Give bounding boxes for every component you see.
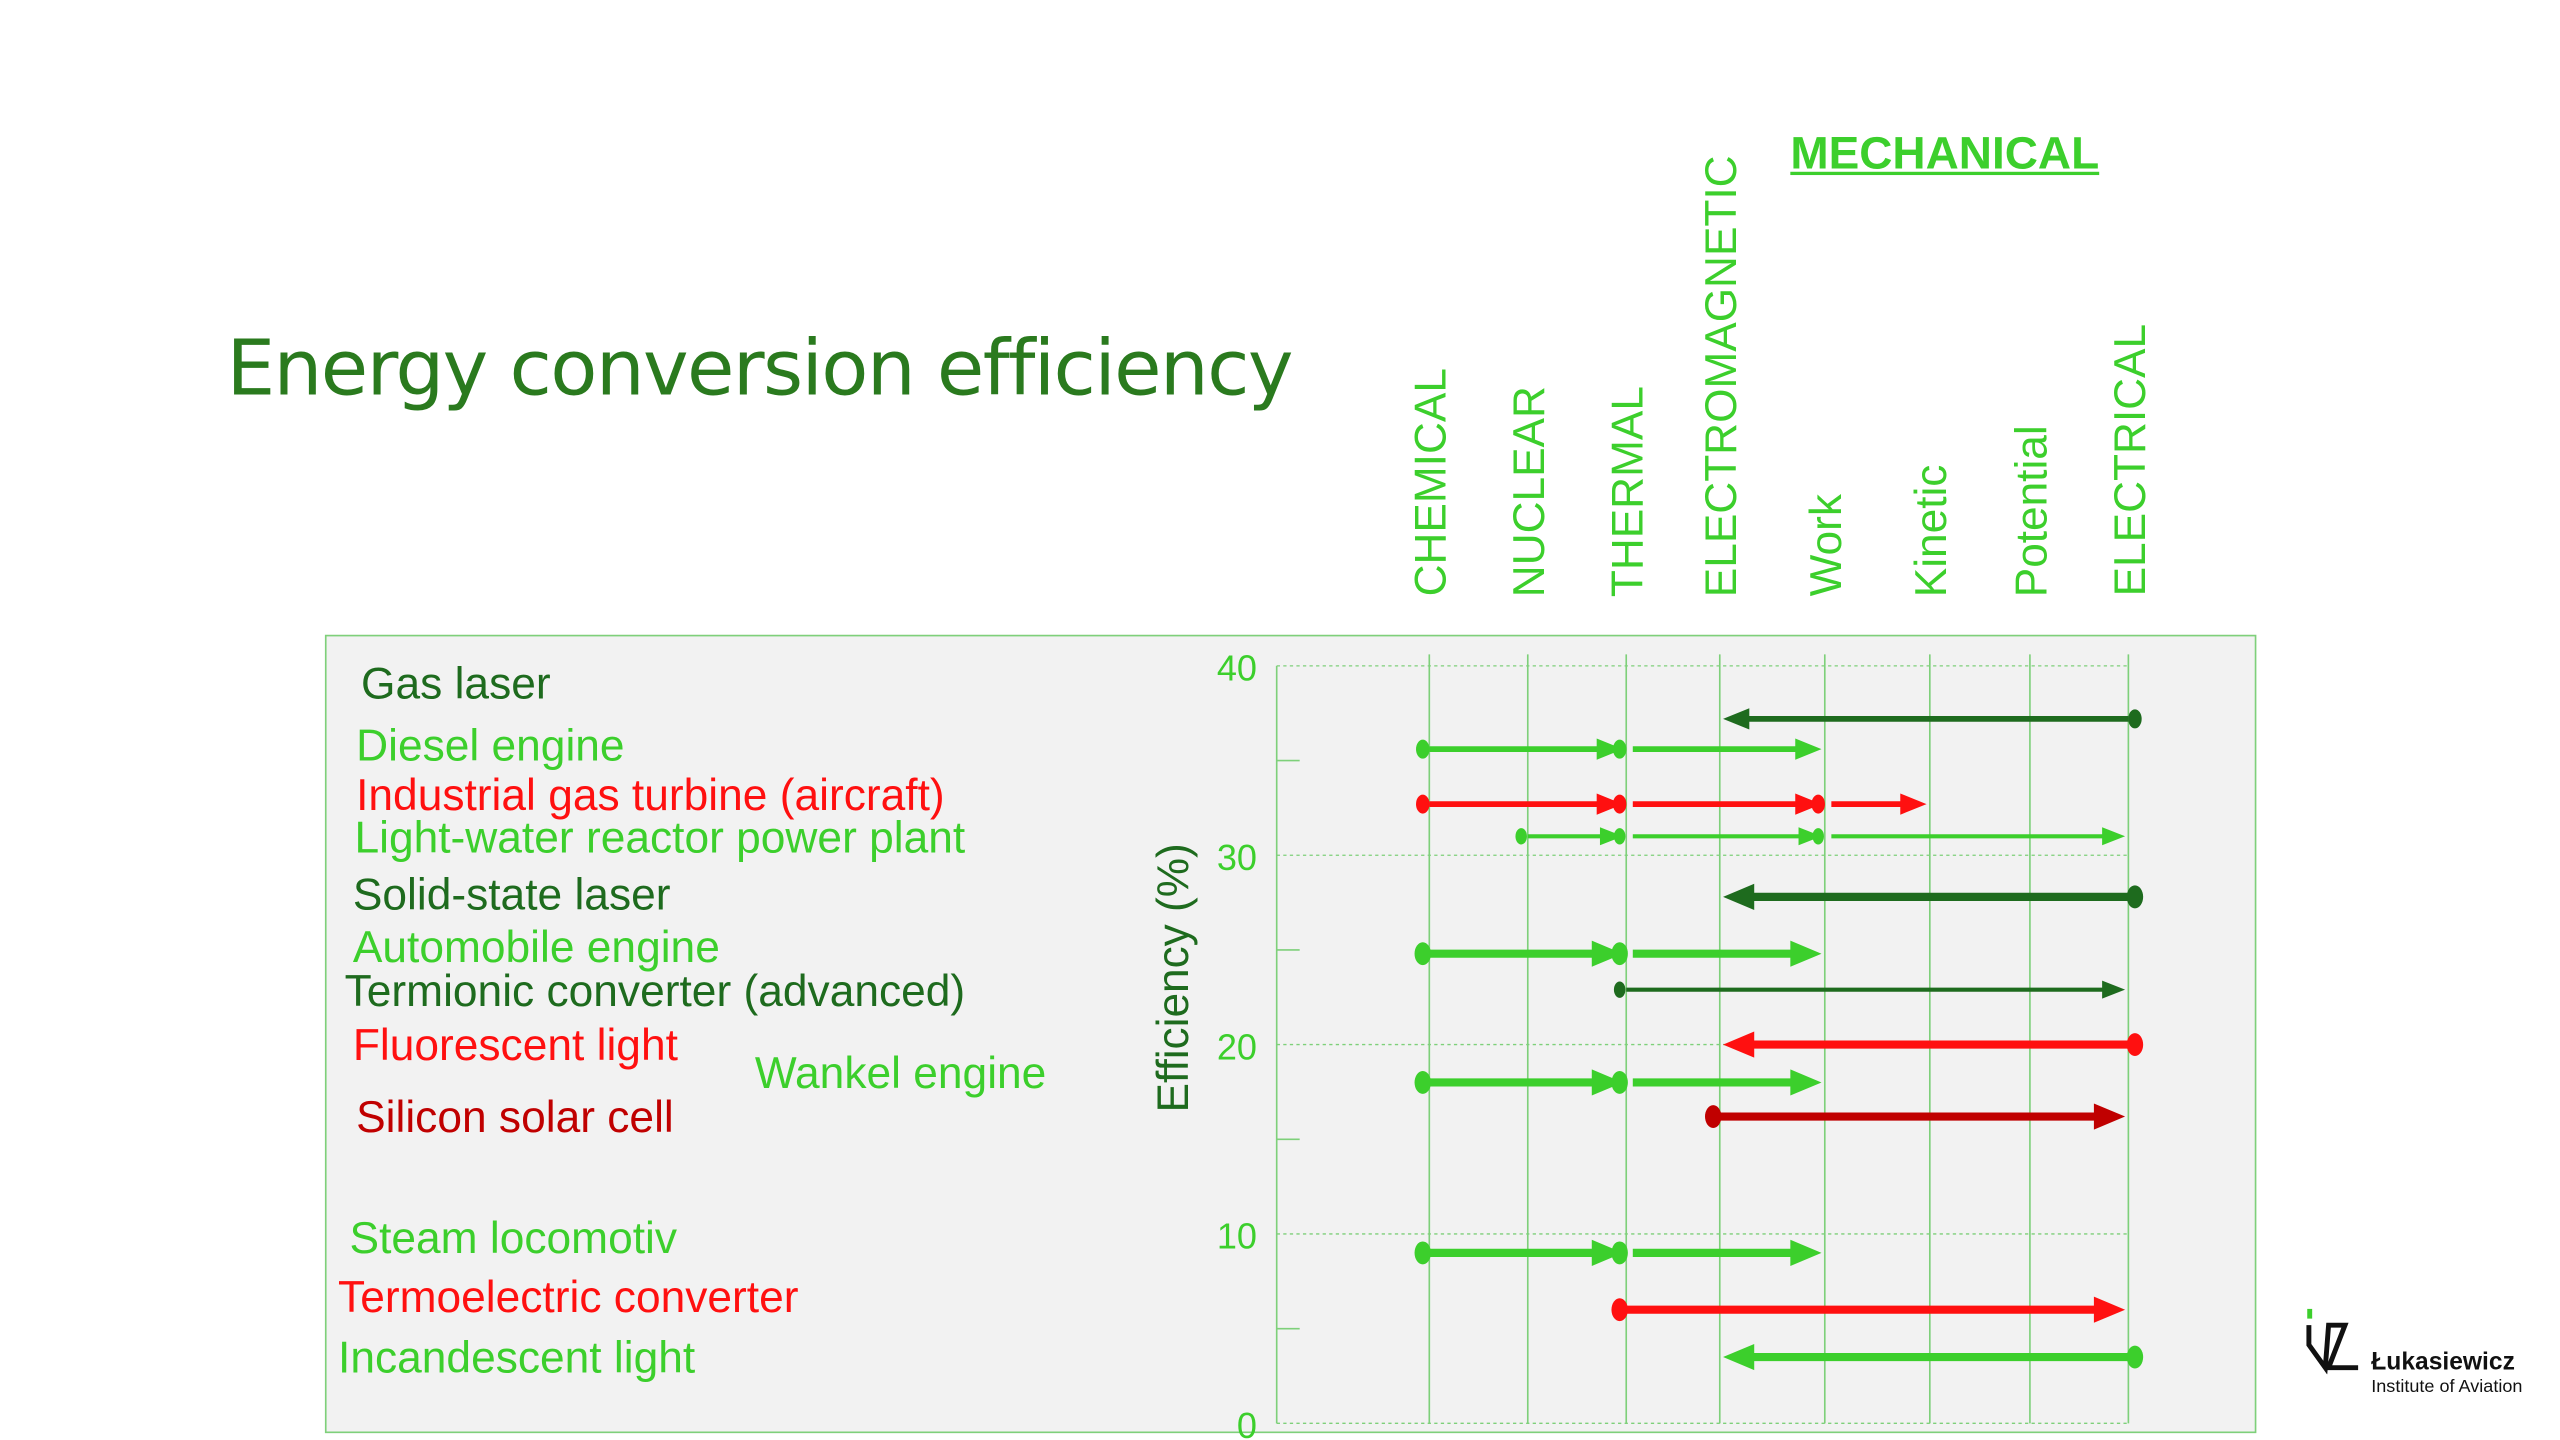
- series-label: Light-water reactor power plant: [354, 813, 966, 863]
- series-label: Industrial gas turbine (aircraft): [356, 770, 945, 820]
- start-dot: [1414, 1241, 1431, 1265]
- arrow-head: [1798, 827, 1822, 846]
- start-dot: [1416, 794, 1430, 814]
- arrow-head: [1900, 793, 1927, 815]
- arrow-head: [2102, 980, 2126, 999]
- start-dot: [1612, 794, 1627, 814]
- start-dot: [1515, 828, 1527, 845]
- series-label: Diesel engine: [356, 721, 625, 771]
- start-dot: [2126, 885, 2144, 909]
- slide-title: Energy conversion efficiency: [226, 323, 1293, 414]
- arrow-head: [1591, 1239, 1623, 1266]
- start-dot: [1613, 828, 1626, 845]
- mechanical-group-header: MECHANICAL: [1790, 127, 2100, 179]
- series-label: Silicon solar cell: [356, 1092, 674, 1142]
- start-dot: [1414, 942, 1431, 966]
- series-label: Incandescent light: [338, 1333, 696, 1383]
- arrow-head: [1596, 738, 1623, 760]
- y-tick-label: 0: [1237, 1405, 1257, 1440]
- start-dot: [1611, 1071, 1628, 1094]
- arrow-head: [1790, 1069, 1822, 1096]
- arrow-head: [1723, 1031, 1755, 1058]
- arrow-head: [1790, 1239, 1822, 1266]
- chart-panel: [324, 634, 2257, 1434]
- start-dot: [1704, 1105, 1722, 1128]
- start-dot: [1611, 1241, 1628, 1265]
- series-label: Fluorescent light: [352, 1020, 678, 1070]
- series-label: Gas laser: [361, 659, 551, 709]
- start-dot: [1613, 981, 1626, 998]
- arrow-head: [1723, 883, 1755, 910]
- arrow-head: [1599, 827, 1623, 846]
- arrow-head: [1591, 940, 1623, 967]
- arrow-head: [1795, 738, 1822, 760]
- series-label: Termionic converter (advanced): [344, 966, 966, 1016]
- arrow-head: [1723, 708, 1750, 730]
- start-dot: [2126, 1345, 2144, 1369]
- start-dot: [1416, 739, 1430, 759]
- series-label: Steam locomotiv: [349, 1213, 678, 1263]
- series-label: Termoelectric converter: [338, 1272, 799, 1322]
- y-tick-label: 40: [1217, 648, 1257, 689]
- logo-name: Łukasiewicz: [2371, 1348, 2515, 1376]
- arrow-head: [1723, 1343, 1755, 1371]
- arrow-head: [2102, 827, 2126, 846]
- start-dot: [2128, 709, 2142, 729]
- series-label: Wankel engine: [754, 1048, 1047, 1098]
- start-dot: [1414, 1071, 1431, 1094]
- start-dot: [2126, 1033, 2144, 1057]
- start-dot: [1611, 1298, 1628, 1322]
- arrow-head: [2093, 1103, 2126, 1130]
- logo-subtitle: Institute of Aviation: [2371, 1377, 2523, 1398]
- y-tick-label: 30: [1217, 837, 1257, 878]
- start-dot: [1812, 828, 1824, 845]
- arrow-head: [1790, 940, 1822, 967]
- series-label: Automobile engine: [352, 922, 720, 972]
- start-dot: [1612, 739, 1627, 759]
- y-tick-label: 20: [1217, 1026, 1257, 1067]
- arrow-head: [1795, 793, 1822, 815]
- lukasiewicz-logo-icon: [2306, 1308, 2359, 1375]
- series-label: Solid-state laser: [352, 870, 671, 920]
- arrow-head: [1596, 793, 1623, 815]
- start-dot: [1611, 942, 1628, 966]
- arrow-head: [1591, 1069, 1623, 1096]
- y-tick-label: 10: [1217, 1216, 1257, 1257]
- arrow-head: [2093, 1296, 2126, 1323]
- start-dot: [1811, 794, 1825, 814]
